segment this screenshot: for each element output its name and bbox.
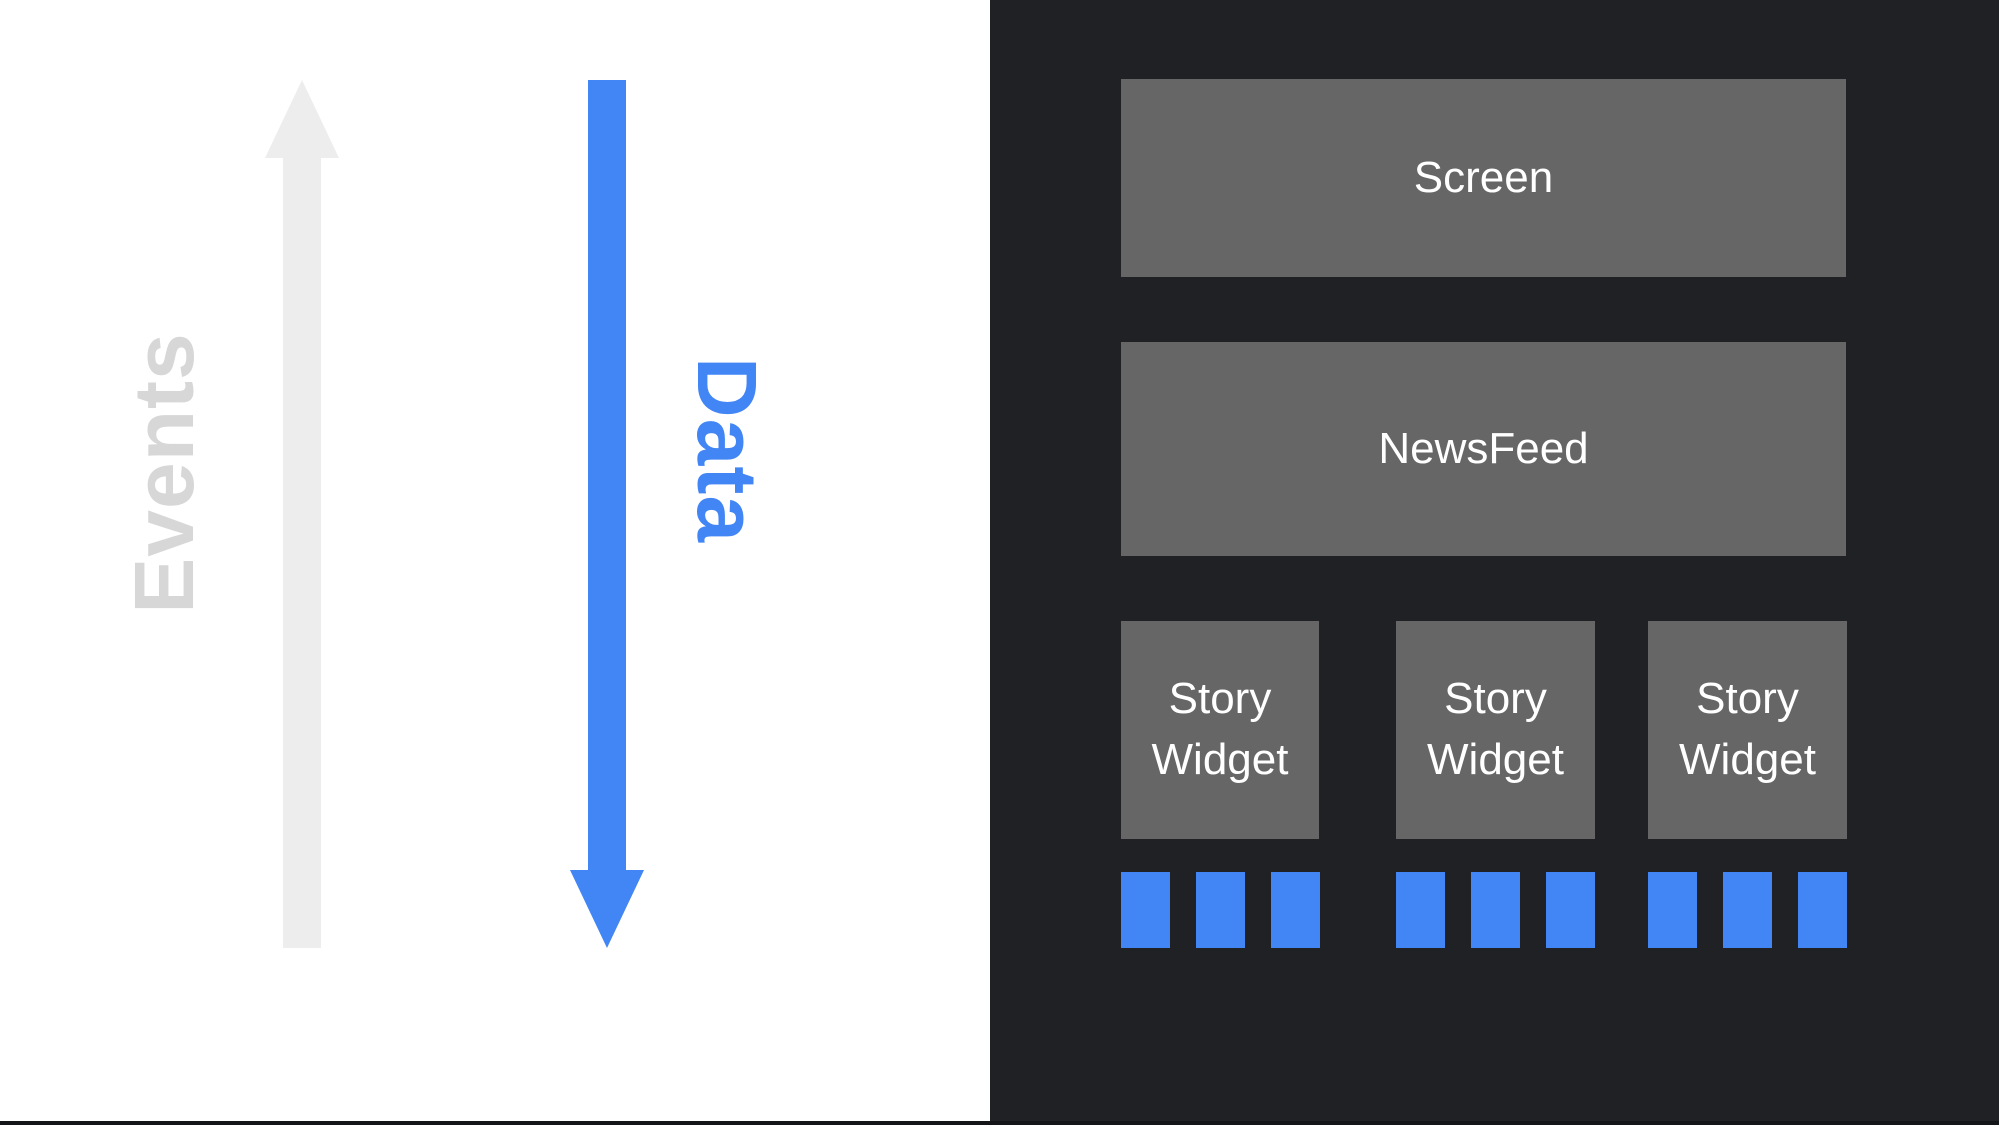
story-widget-node: Story Widget	[1648, 621, 1847, 839]
data-square	[1396, 872, 1445, 948]
newsfeed-node: NewsFeed	[1121, 342, 1846, 556]
data-label: Data	[680, 356, 774, 544]
slide-bottom-edge	[0, 1121, 1999, 1125]
data-square	[1271, 872, 1320, 948]
data-square-row	[1121, 872, 1320, 948]
story-widget-node: Story Widget	[1121, 621, 1319, 839]
events-label: Events	[117, 332, 211, 614]
data-square	[1648, 872, 1697, 948]
data-square-row	[1648, 872, 1847, 948]
data-square	[1546, 872, 1595, 948]
screen-node: Screen	[1121, 79, 1846, 277]
data-down-arrow-icon	[570, 80, 644, 948]
widget-tree-panel: Screen NewsFeed Story Widget Story Widge…	[990, 0, 1999, 1125]
data-square	[1723, 872, 1772, 948]
events-data-panel: Events Data	[0, 0, 990, 1125]
events-up-arrow-icon	[265, 80, 339, 948]
data-square	[1798, 872, 1847, 948]
data-square	[1196, 872, 1245, 948]
data-square	[1471, 872, 1520, 948]
story-widget-node: Story Widget	[1396, 621, 1595, 839]
data-square-row	[1396, 872, 1595, 948]
data-square	[1121, 872, 1170, 948]
